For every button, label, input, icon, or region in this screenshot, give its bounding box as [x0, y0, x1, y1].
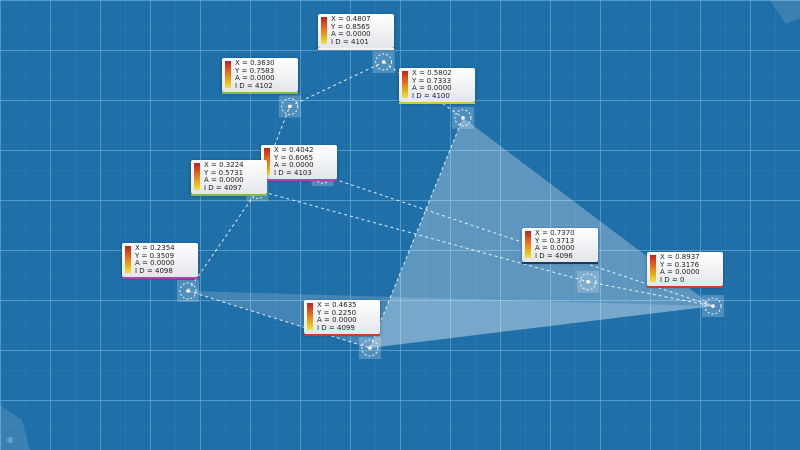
x-readout: X = 0.2354: [135, 244, 175, 252]
node-marker[interactable]: [278, 95, 301, 118]
y-readout: Y = 0.3176: [660, 260, 700, 269]
x-readout: X = 0.3630: [235, 59, 275, 67]
gradient-legend-bar: [194, 163, 200, 190]
node-dot: [586, 279, 590, 284]
x-readout: X = 0.3224: [204, 161, 244, 169]
label-accent-underline: [647, 286, 723, 288]
label-accent-underline: [522, 262, 598, 264]
node-ring: [361, 339, 379, 357]
edge-line: [187, 290, 371, 349]
edge-line: [187, 190, 258, 292]
label-accent-underline: [122, 277, 198, 279]
id-readout: I D = 4097: [204, 183, 242, 192]
node-marker[interactable]: [372, 51, 395, 73]
y-readout: Y = 0.3713: [535, 236, 575, 245]
gradient-legend-bar: [264, 148, 270, 175]
gradient-legend-bar: [650, 255, 656, 282]
a-readout: A = 0.0000: [235, 74, 275, 83]
node-marker[interactable]: [577, 270, 600, 293]
label-accent-underline: [318, 48, 394, 50]
id-readout: I D = 0: [660, 275, 685, 284]
a-readout: A = 0.0000: [135, 259, 175, 268]
y-readout: Y = 0.5731: [204, 168, 244, 177]
node-ring: [179, 282, 197, 300]
a-readout: A = 0.0000: [412, 84, 452, 93]
id-readout: I D = 4100: [412, 91, 450, 100]
y-readout: Y = 0.6065: [274, 153, 314, 162]
node-ring: [579, 273, 597, 291]
y-readout: Y = 0.3509: [135, 251, 175, 260]
label-accent-underline: [191, 194, 267, 196]
node-dot: [461, 115, 465, 120]
node-dot: [711, 304, 715, 308]
id-readout: I D = 4103: [274, 168, 312, 177]
node-dot: [287, 104, 292, 109]
gradient-legend-bar: [307, 303, 313, 330]
a-readout: A = 0.0000: [317, 316, 357, 325]
id-readout: I D = 4101: [331, 37, 369, 46]
a-readout: A = 0.0000: [204, 176, 244, 185]
id-readout: I D = 4098: [135, 266, 173, 275]
label-accent-underline: [399, 102, 475, 104]
gradient-legend-bar: [125, 246, 131, 273]
x-readout: X = 0.7370: [535, 229, 575, 237]
node-ring: [704, 297, 722, 315]
node-ring: [375, 53, 393, 71]
gradient-legend-bar: [525, 231, 531, 258]
a-readout: A = 0.0000: [331, 30, 371, 39]
y-readout: Y = 0.7583: [235, 66, 275, 75]
gradient-legend-bar: [225, 61, 231, 88]
label-accent-underline: [304, 334, 380, 336]
edge-line: [369, 117, 464, 349]
x-readout: X = 0.4807: [331, 15, 371, 23]
a-readout: A = 0.0000: [660, 268, 700, 277]
node-marker[interactable]: [177, 279, 199, 302]
label-accent-underline: [261, 179, 337, 181]
a-readout: A = 0.0000: [535, 244, 575, 253]
x-readout: X = 0.4635: [317, 301, 357, 309]
id-readout: I D = 4096: [535, 251, 573, 260]
node-dot: [186, 289, 190, 293]
id-readout: I D = 4099: [317, 323, 355, 332]
y-readout: Y = 0.2250: [317, 308, 357, 317]
gradient-legend-bar: [321, 17, 327, 44]
label-accent-underline: [222, 92, 298, 94]
x-readout: X = 0.4042: [274, 146, 314, 154]
gradient-legend-bar: [402, 71, 408, 98]
y-readout: Y = 0.8565: [331, 22, 371, 31]
node-marker[interactable]: [702, 295, 724, 318]
id-readout: I D = 4102: [235, 81, 273, 90]
edge-line: [289, 61, 384, 107]
x-readout: X = 0.5802: [412, 69, 452, 77]
node-marker[interactable]: [451, 106, 474, 129]
a-readout: A = 0.0000: [274, 161, 314, 170]
node-ring: [454, 109, 472, 127]
node-dot: [368, 346, 372, 350]
node-ring: [281, 97, 299, 115]
node-marker[interactable]: [358, 337, 381, 359]
node-dot: [381, 60, 386, 64]
x-readout: X = 0.8937: [660, 253, 700, 261]
y-readout: Y = 0.7333: [412, 76, 452, 85]
